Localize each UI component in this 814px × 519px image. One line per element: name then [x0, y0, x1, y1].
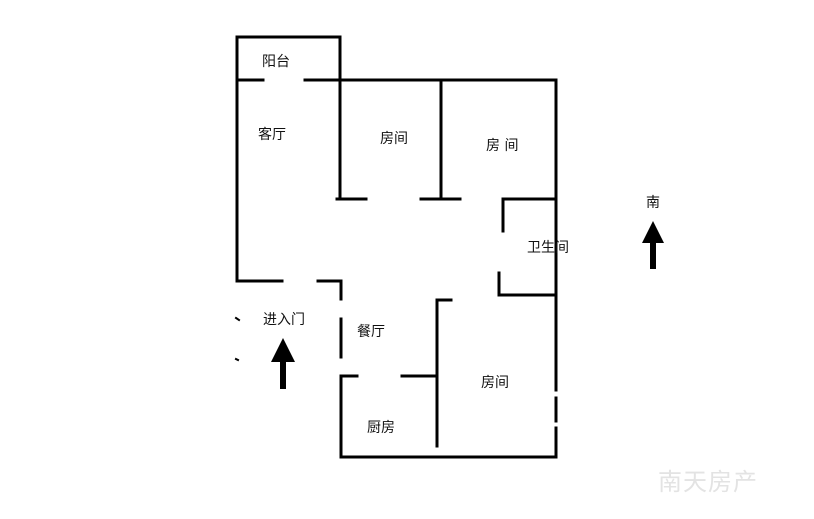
entrance-mark-bottom: [234, 357, 240, 362]
bedroom-2-label: 房 间: [486, 138, 518, 154]
kitchen-label: 厨房: [367, 420, 395, 436]
walls: [235, 35, 558, 459]
north-up-arrow-icon: [642, 221, 664, 269]
bedroom-3-label: 房间: [481, 375, 509, 391]
dining-room-label: 餐厅: [357, 324, 385, 340]
up-arrow-icon: [271, 338, 295, 389]
entrance-label: 进入门: [263, 312, 305, 328]
balcony-label: 阳台: [262, 54, 290, 70]
bathroom-label: 卫生间: [527, 240, 569, 256]
living-room-label: 客厅: [258, 126, 286, 143]
watermark: 南天房产: [658, 468, 758, 496]
south-label: 南: [646, 195, 660, 211]
bedroom-1-label: 房间: [380, 131, 408, 147]
entrance-mark-top: [234, 316, 241, 322]
